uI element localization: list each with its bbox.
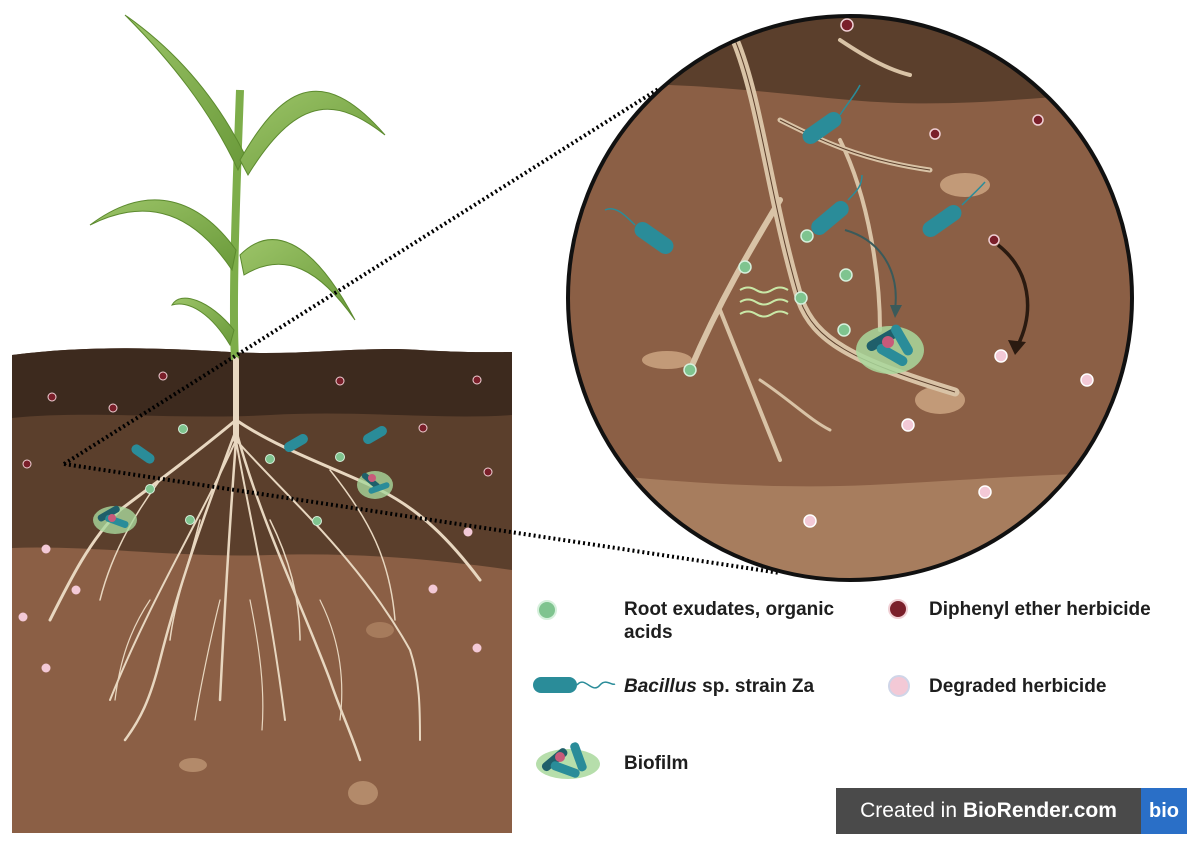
bacillus-legend-icon — [533, 677, 616, 693]
legend-diphenyl-herbicide: Diphenyl ether herbicide — [929, 599, 1151, 620]
leaf — [239, 90, 386, 177]
biorender-credit: Created in BioRender.com — [836, 799, 1141, 823]
zoom-biofilm — [856, 324, 924, 374]
legend-root-exudates: Root exudates, organic acids — [624, 599, 835, 643]
zoom-exudates — [683, 229, 853, 377]
pebble — [366, 622, 394, 638]
bacillus-cell — [131, 444, 155, 464]
leaf — [171, 297, 235, 347]
zoom-herbicides — [840, 18, 1044, 246]
soil-top-layer — [12, 348, 512, 418]
leaf — [89, 199, 237, 272]
legend-icons — [533, 599, 910, 779]
zoom-circle-border — [566, 14, 1134, 582]
legend-bacillus-genus: Bacillus — [624, 676, 697, 697]
exudate-waves — [739, 286, 789, 318]
legend-degraded-herbicide: Degraded herbicide — [929, 676, 1107, 697]
zoom-lines — [62, 86, 781, 575]
zoom-degraded — [803, 349, 1094, 528]
soil-biofilm-right — [357, 471, 393, 499]
legend-bacillus-strain: sp. strain Za — [696, 676, 815, 697]
uptake-arrow — [844, 229, 897, 311]
biorender-badge: Created in BioRender.com bio — [836, 788, 1187, 834]
plant-stem — [229, 89, 244, 361]
soil-exudate-particles — [145, 424, 345, 526]
pebble — [348, 781, 378, 805]
biofilm-legend-icon — [536, 742, 600, 779]
degraded-legend-icon — [888, 675, 910, 697]
legend-bacillus: Bacillus sp. strain Za — [624, 675, 814, 698]
legend-biofilm: Biofilm — [624, 753, 689, 774]
soil-bacteria — [131, 426, 387, 464]
bacillus-cell — [363, 426, 387, 444]
biorender-logo-icon: bio — [1141, 788, 1187, 834]
biorender-prefix: Created in — [860, 799, 963, 822]
degradation-arrow — [996, 243, 1030, 346]
soil-biofilm-left — [93, 505, 137, 534]
pebble — [179, 758, 207, 772]
herbicide-legend-icon — [888, 599, 908, 619]
biorender-link-text: BioRender.com — [962, 799, 1117, 822]
soil-degraded-particles — [18, 527, 482, 673]
bacillus-cell — [284, 434, 308, 452]
leaf — [124, 14, 246, 172]
plant — [89, 14, 386, 361]
exudate-legend-icon — [537, 600, 557, 620]
soil-herbicide-particles — [22, 371, 493, 477]
leaf — [239, 239, 356, 321]
zoom-bacteria — [604, 84, 986, 255]
